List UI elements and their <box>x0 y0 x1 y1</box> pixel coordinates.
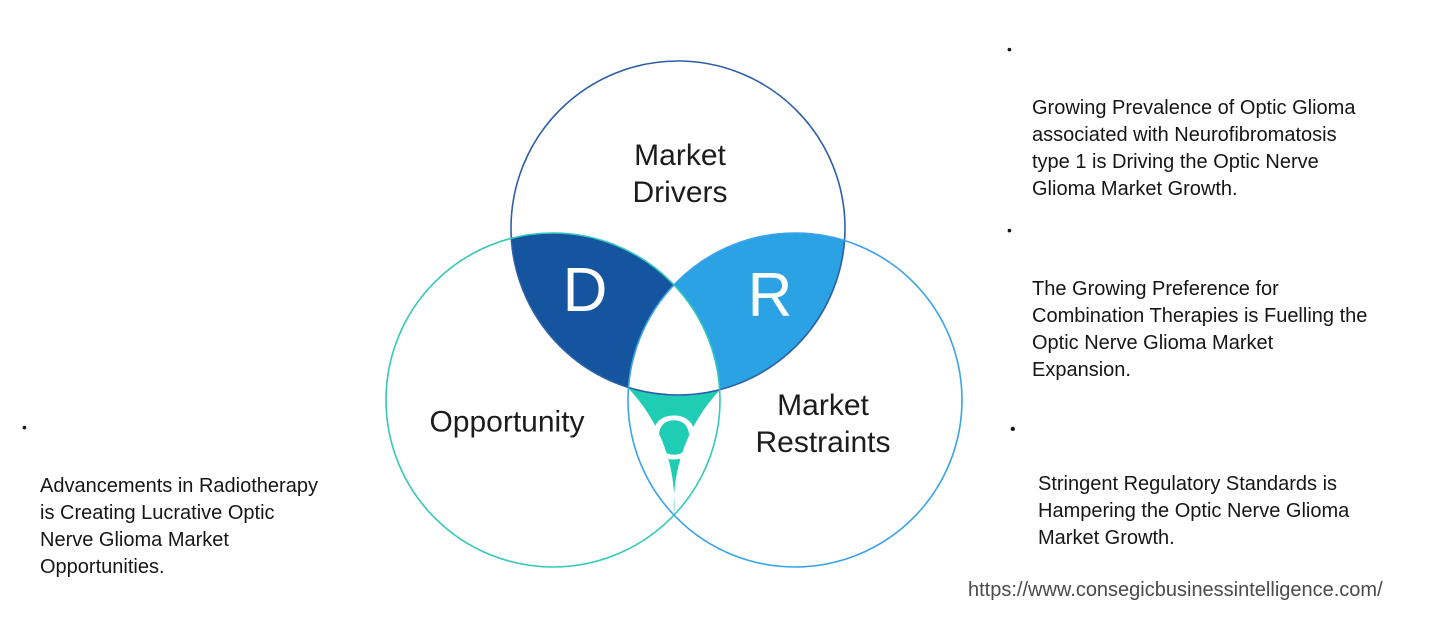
restraints-circle-outline <box>627 232 963 568</box>
drivers-notes-list: • Growing Prevalence of Optic Glioma ass… <box>1005 41 1451 384</box>
drivers-intersection-letter: D <box>562 256 608 325</box>
drivers-circle-outline <box>510 60 846 396</box>
opportunity-circle-label: Opportunity <box>429 405 585 439</box>
opportunity-note-text: Advancements in Radiotherapy is Creating… <box>40 475 318 578</box>
list-item: • Growing Prevalence of Optic Glioma ass… <box>1005 41 1451 203</box>
drivers-opportunity-intersection-region <box>511 232 674 388</box>
opportunity-intersection-letter: O <box>649 404 699 473</box>
bullet-icon: • <box>1007 41 1012 57</box>
list-item: • Stringent Regulatory Standards is Hamp… <box>1006 417 1448 552</box>
drivers-restraints-intersection-region <box>674 232 845 390</box>
opportunity-restraints-intersection-region <box>628 388 720 515</box>
opportunity-circle-outline <box>385 232 721 568</box>
restraint-note-text: Stringent Regulatory Standards is Hamper… <box>1038 473 1350 549</box>
bullet-icon: • <box>1010 421 1016 438</box>
list-item: • The Growing Preference for Combination… <box>1005 222 1451 384</box>
drivers-circle-label: Market Drivers <box>632 139 728 209</box>
bullet-icon: • <box>1007 222 1012 238</box>
restraints-intersection-letter: R <box>747 261 793 330</box>
list-item: • Advancements in Radiotherapy is Creati… <box>22 419 394 581</box>
bullet-icon: • <box>22 419 27 435</box>
restraints-circle-label: Market Restraints <box>755 389 891 459</box>
source-url-text: https://www.consegicbusinessintelligence… <box>968 579 1383 601</box>
venn-diagram <box>385 60 963 568</box>
driver-note-text-1: Growing Prevalence of Optic Glioma assoc… <box>1032 97 1356 200</box>
opportunity-notes-list: • Advancements in Radiotherapy is Creati… <box>22 419 394 581</box>
driver-note-text-2: The Growing Preference for Combination T… <box>1032 278 1368 381</box>
restraints-notes-list: • Stringent Regulatory Standards is Hamp… <box>1006 417 1448 552</box>
